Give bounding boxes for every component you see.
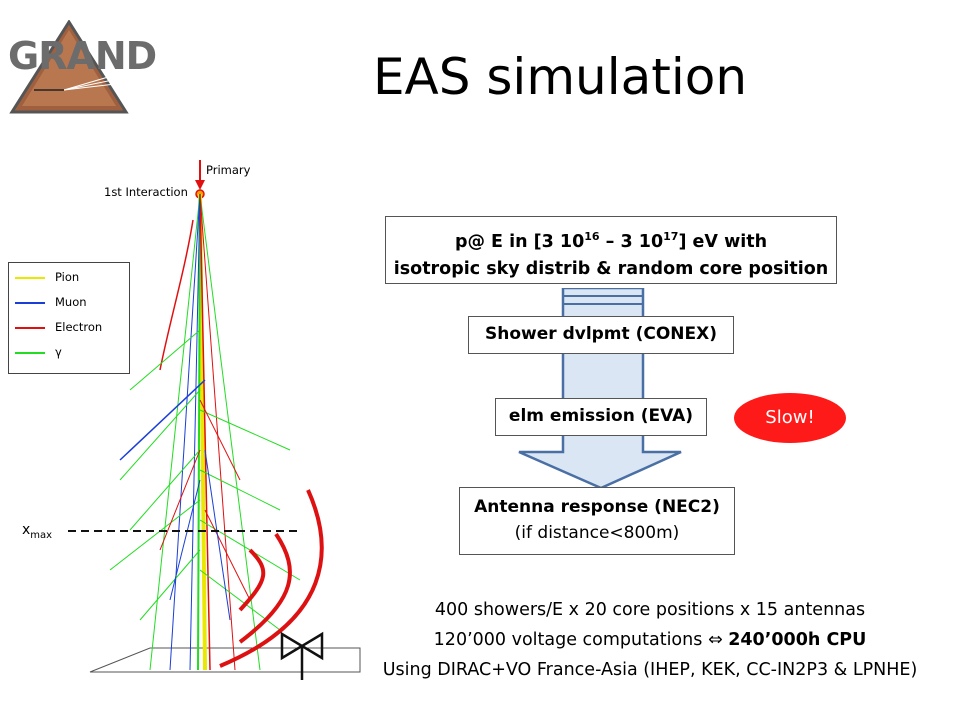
page-title: EAS simulation	[372, 48, 748, 106]
primary-label: Primary	[206, 163, 251, 177]
conex-box: Shower dvlpmt (CONEX)	[468, 316, 734, 354]
nec2-box: Antenna response (NEC2) (if distance<800…	[459, 487, 735, 555]
shower-figure	[68, 160, 361, 680]
summary-line-3: Using DIRAC+VO France-Asia (IHEP, KEK, C…	[382, 660, 918, 680]
input-params-box: p@ E in [3 1016 – 3 1017] eV with isotro…	[385, 216, 837, 284]
eva-box: elm emission (EVA)	[495, 398, 707, 436]
grand-logo	[9, 20, 133, 114]
xmax-label: xmax	[22, 522, 53, 541]
double-arrow-icon: ⇔	[707, 630, 723, 650]
logo-text: GRAND	[8, 34, 157, 78]
summary-line-1: 400 showers/E x 20 core positions x 15 a…	[434, 600, 866, 620]
slow-badge: Slow!	[734, 393, 846, 443]
antenna-arcs	[219, 489, 324, 668]
summary-line-2: 120’000 voltage computations ⇔ 240’000h …	[433, 630, 867, 650]
particle-legend: Pion Muon Electron γ	[8, 262, 130, 374]
antenna-icon	[280, 631, 324, 680]
ground-plane	[89, 647, 361, 673]
shower-tracks	[109, 193, 301, 671]
first-interaction-label: 1st Interaction	[104, 185, 188, 199]
